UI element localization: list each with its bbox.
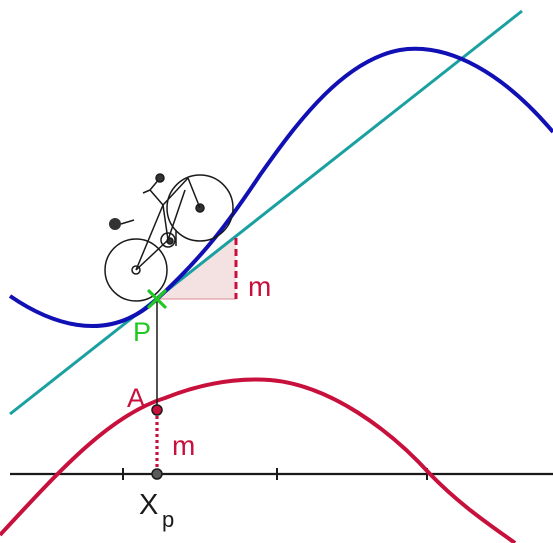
label-x: X bbox=[139, 489, 158, 521]
bicycle-rear-hub bbox=[131, 265, 141, 275]
point-xp bbox=[151, 468, 163, 480]
label-a: A bbox=[127, 383, 145, 413]
point-p bbox=[147, 289, 167, 309]
bicycle-rear-wheel bbox=[104, 238, 168, 302]
label-x-subscript: p bbox=[162, 507, 174, 532]
label-m-top: m bbox=[248, 271, 271, 302]
label-m-bottom: m bbox=[172, 430, 195, 461]
bicycle-icon bbox=[104, 173, 234, 302]
label-p: P bbox=[133, 317, 151, 347]
point-a bbox=[151, 404, 163, 416]
derivative-curve bbox=[0, 377, 517, 543]
function-curve bbox=[8, 46, 553, 328]
bicycle-handle-dot bbox=[155, 173, 165, 183]
tangent-line bbox=[9, 9, 523, 416]
bicycle-chainring bbox=[160, 232, 176, 248]
bicycle-seat bbox=[109, 218, 121, 230]
bicycle-front-wheel bbox=[166, 174, 234, 242]
